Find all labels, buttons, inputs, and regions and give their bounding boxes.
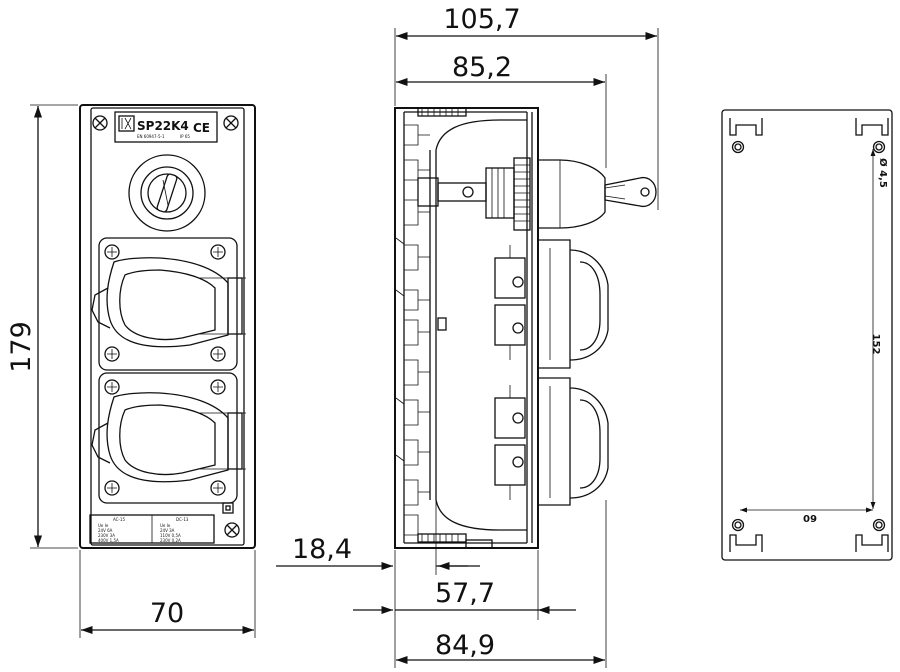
ip-rating: IP 65 bbox=[180, 134, 190, 139]
screw-icon bbox=[417, 533, 493, 549]
mounting-hole bbox=[731, 518, 745, 532]
rating-right-row: 110V 0,5A bbox=[160, 533, 181, 538]
rating-right-row: 230V 0,2A bbox=[160, 538, 181, 543]
rating-left-header: AC-15 bbox=[113, 517, 125, 522]
screw-icon bbox=[223, 115, 239, 131]
dimension-label: 60 bbox=[803, 512, 817, 523]
dimension-label: Ø 4,5 bbox=[877, 158, 889, 188]
dimension-label: 85,2 bbox=[452, 52, 512, 83]
rating-right-row: 24V 3A bbox=[160, 528, 175, 533]
logo-icon bbox=[118, 115, 135, 132]
dimension-label: 70 bbox=[150, 598, 184, 629]
back-view: 152 Ø 4,5 60 bbox=[721, 109, 893, 561]
rating-left-row: 24V 6A bbox=[98, 528, 113, 533]
key-switch bbox=[128, 154, 206, 232]
screw-icon bbox=[92, 115, 108, 131]
screw-icon bbox=[224, 522, 240, 538]
dimension-side-body: 85,2 bbox=[396, 52, 607, 168]
dimension-label: 105,7 bbox=[443, 4, 520, 35]
standard-label: EN 60947-5-1 bbox=[137, 134, 165, 139]
mounting-hole bbox=[872, 140, 886, 154]
dimension-label: 152 bbox=[870, 334, 881, 355]
ce-mark: CE bbox=[193, 121, 210, 135]
side-ribs bbox=[395, 124, 430, 536]
rating-right-header: DC-13 bbox=[176, 517, 189, 522]
mounting-hole bbox=[872, 518, 886, 532]
front-view: SP22K4 CE EN 60947-5-1 IP 65 bbox=[79, 104, 256, 549]
rating-left-row: 400V 1,5A bbox=[98, 538, 119, 543]
dimension-side-depth: 57,7 bbox=[353, 550, 576, 668]
screw-icon bbox=[417, 107, 467, 117]
dimension-label: 57,7 bbox=[435, 578, 495, 609]
key-switch-side bbox=[417, 157, 657, 231]
socket-lower bbox=[91, 372, 246, 504]
dimension-label: 179 bbox=[6, 321, 37, 373]
mounting-hole bbox=[731, 140, 745, 154]
dimension-front-width: 70 bbox=[79, 550, 256, 638]
rating-left-row: Ue Ie bbox=[98, 523, 109, 528]
dimension-label: 18,4 bbox=[292, 534, 352, 565]
model-label: SP22K4 bbox=[137, 119, 189, 133]
dimension-side-total: 105,7 bbox=[394, 4, 659, 210]
dimension-side-offset: 18,4 bbox=[276, 500, 480, 575]
dimension-label: 84,9 bbox=[435, 630, 495, 661]
dimension-side-bottom: 84,9 bbox=[396, 500, 607, 668]
rating-right-row: Ue Ie bbox=[160, 523, 171, 528]
dimension-front-height: 179 bbox=[6, 104, 78, 549]
side-view bbox=[394, 107, 657, 549]
socket-upper bbox=[91, 237, 246, 371]
socket-side-lower bbox=[494, 377, 609, 506]
socket-side-upper bbox=[494, 239, 609, 369]
rating-left-row: 230V 3A bbox=[98, 533, 115, 538]
